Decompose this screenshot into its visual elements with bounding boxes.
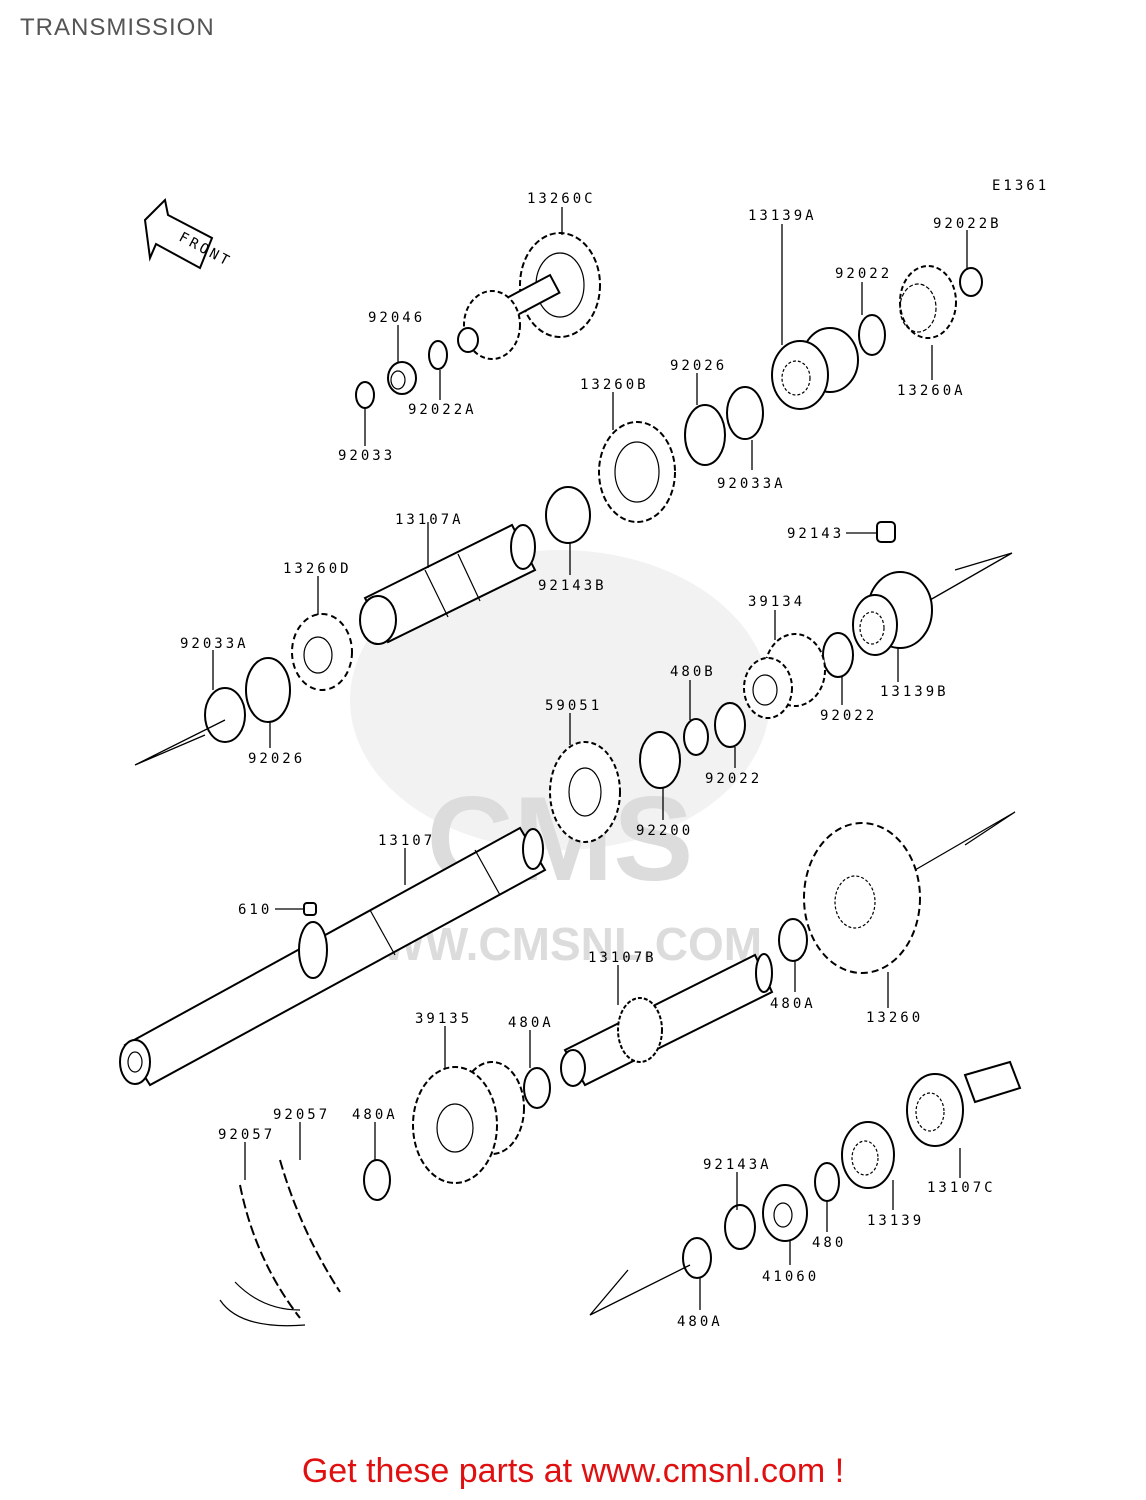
label-92057-a: 92057	[218, 1127, 275, 1143]
bushing-92143b	[545, 486, 591, 544]
page-title: TRANSMISSION	[20, 14, 215, 41]
label-92033: 92033	[338, 448, 395, 464]
circlip-480a-mid	[523, 1067, 551, 1109]
bearing-92046	[387, 361, 417, 395]
label-13107c: 13107C	[927, 1180, 996, 1196]
label-610: 610	[238, 902, 272, 918]
gear-13260c	[457, 232, 601, 360]
label-92143: 92143	[787, 526, 844, 542]
washer-92026-left	[245, 657, 291, 723]
label-92026-top: 92026	[670, 358, 727, 374]
label-480a-mid: 480A	[508, 1015, 554, 1031]
gear-13260a	[899, 265, 957, 339]
label-41060: 41060	[762, 1269, 819, 1285]
circlip-480b	[683, 718, 709, 756]
label-92022b: 92022B	[933, 216, 1002, 232]
washer-92022-mid	[822, 632, 854, 678]
washer-41060	[762, 1184, 808, 1242]
bearing-92057	[219, 1159, 341, 1327]
label-92026-left: 92026	[248, 751, 305, 767]
diagram-code: E1361	[992, 178, 1049, 194]
label-92022-top: 92022	[835, 266, 892, 282]
hub-13139	[841, 1121, 895, 1189]
label-39135: 39135	[415, 1011, 472, 1027]
pin-610	[303, 902, 317, 916]
label-13139a: 13139A	[748, 208, 817, 224]
label-92143b: 92143B	[538, 578, 607, 594]
axis-line-right-top	[929, 552, 1013, 601]
gear-13139a	[771, 327, 859, 410]
circlip-92033a-top	[726, 386, 764, 440]
label-480b: 480B	[670, 664, 716, 680]
label-92022-low: 92022	[705, 771, 762, 787]
exploded-parts-diagram: CMS WWW.CMSNL.COM FRONT E1361	[119, 178, 1049, 1330]
washer-92200	[639, 731, 681, 789]
circlip-480a-left	[363, 1159, 391, 1201]
label-92022a: 92022A	[408, 402, 477, 418]
label-480: 480	[812, 1235, 846, 1251]
label-13260b: 13260B	[580, 377, 649, 393]
washer-92022a	[428, 340, 448, 370]
label-13260c: 13260C	[527, 191, 596, 207]
washer-92022b	[959, 267, 983, 297]
label-13260d: 13260D	[283, 561, 352, 577]
label-480a-bottom: 480A	[677, 1314, 723, 1330]
label-92200: 92200	[636, 823, 693, 839]
label-13139: 13139	[867, 1213, 924, 1229]
label-39134: 39134	[748, 594, 805, 610]
gear-59051	[549, 741, 621, 843]
circlip-480a-right	[778, 918, 808, 962]
gear-39134	[743, 633, 826, 719]
footer-link[interactable]: Get these parts at www.cmsnl.com !	[301, 1452, 845, 1490]
bushing-92143a	[724, 1204, 756, 1250]
label-92033a-top: 92033A	[717, 476, 786, 492]
label-92046: 92046	[368, 310, 425, 326]
label-13107b: 13107B	[588, 950, 657, 966]
shaft-13107	[119, 826, 547, 1087]
part-labels: 13260C 92022B 92022 13139A 13260A 92046 …	[180, 191, 1002, 1330]
shaft-13107c	[906, 1060, 1022, 1147]
washer-92022-low	[714, 702, 746, 748]
gear-39135	[412, 1061, 525, 1184]
circlip-92033	[355, 381, 375, 409]
label-92022-mid: 92022	[820, 708, 877, 724]
leader-lines	[212, 207, 968, 1310]
front-arrow-icon: FRONT	[143, 197, 234, 270]
circlip-480	[814, 1162, 840, 1202]
washer-92026-top	[684, 404, 726, 466]
washer-92022-top	[858, 314, 886, 356]
gear-13139b	[852, 571, 933, 656]
label-480a-right: 480A	[770, 996, 816, 1012]
gear-13260	[803, 822, 921, 974]
label-13260: 13260	[866, 1010, 923, 1026]
label-13107a: 13107A	[395, 512, 464, 528]
label-13260a: 13260A	[897, 383, 966, 399]
shaft-13107a	[359, 523, 537, 645]
axis-line-left	[134, 719, 226, 766]
circlip-92033a-left	[204, 687, 246, 743]
label-92143a: 92143A	[703, 1157, 772, 1173]
axis-line-right-mid	[914, 811, 1016, 871]
gear-13260b	[598, 421, 676, 523]
shaft-13107b	[560, 953, 774, 1087]
label-59051: 59051	[545, 698, 602, 714]
label-13139b: 13139B	[880, 684, 949, 700]
label-92057-b: 92057	[273, 1107, 330, 1123]
label-480a-left: 480A	[352, 1107, 398, 1123]
label-92033a-left: 92033A	[180, 636, 249, 652]
axis-line-bottom	[589, 1264, 691, 1316]
circlip-480a-bottom	[682, 1237, 712, 1279]
gear-13260d	[291, 613, 353, 691]
dowel-92143	[876, 521, 896, 543]
label-13107: 13107	[378, 833, 435, 849]
